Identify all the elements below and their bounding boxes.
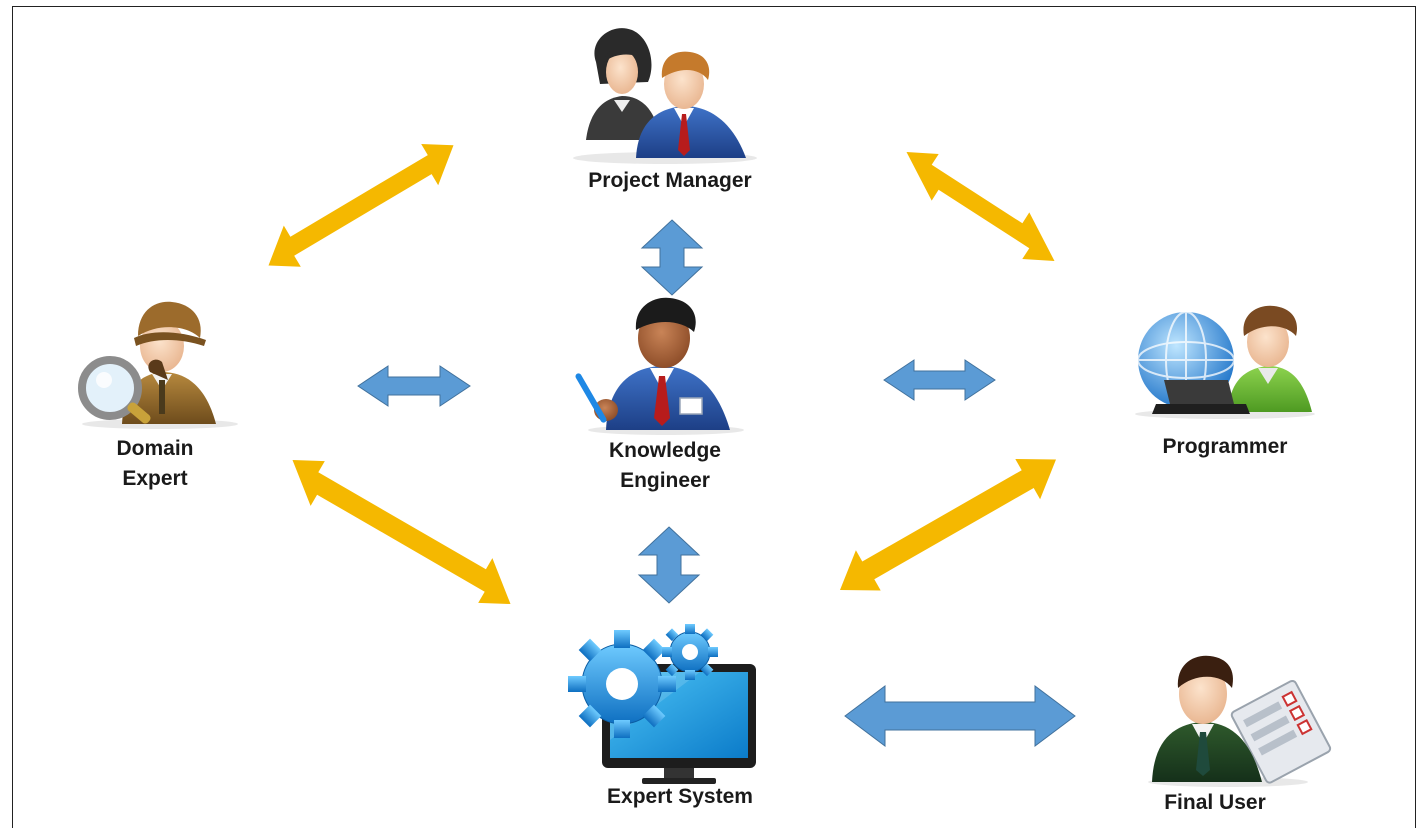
blue-arrow-expert-system-final-user xyxy=(844,685,1076,747)
blue-arrow-knowledge-engineer-programmer xyxy=(883,359,996,401)
final-user-label: Final User xyxy=(1164,791,1266,814)
engineer-with-pen-icon xyxy=(575,297,744,435)
expert-system-label: Expert System xyxy=(607,785,753,808)
monitor-gears-icon xyxy=(568,624,756,784)
gold-arrow-domain-expert-expert-system xyxy=(292,460,511,604)
gold-arrow-project-manager-programmer xyxy=(906,152,1055,261)
gold-arrow-programmer-expert-system xyxy=(840,459,1056,591)
programmer-label: Programmer xyxy=(1162,435,1288,458)
large-gear-icon xyxy=(568,630,676,738)
business-team-icon xyxy=(573,28,757,164)
globe-laptop-user-icon xyxy=(1135,305,1315,419)
detective-magnifier-icon xyxy=(78,301,238,429)
small-gear-icon xyxy=(662,624,718,680)
domain-expert-label: Domain Expert xyxy=(116,437,194,490)
project-manager-label: Project Manager xyxy=(588,169,752,192)
blue-arrow-project-manager-knowledge-engineer xyxy=(640,219,704,296)
knowledge-engineer-label: Knowledge Engineer xyxy=(608,439,721,492)
blue-arrow-knowledge-engineer-expert-system xyxy=(637,526,701,604)
gold-arrow-domain-expert-project-manager xyxy=(268,144,454,267)
blue-arrow-domain-expert-knowledge-engineer xyxy=(357,365,471,407)
user-with-checklist-icon xyxy=(1148,655,1332,787)
